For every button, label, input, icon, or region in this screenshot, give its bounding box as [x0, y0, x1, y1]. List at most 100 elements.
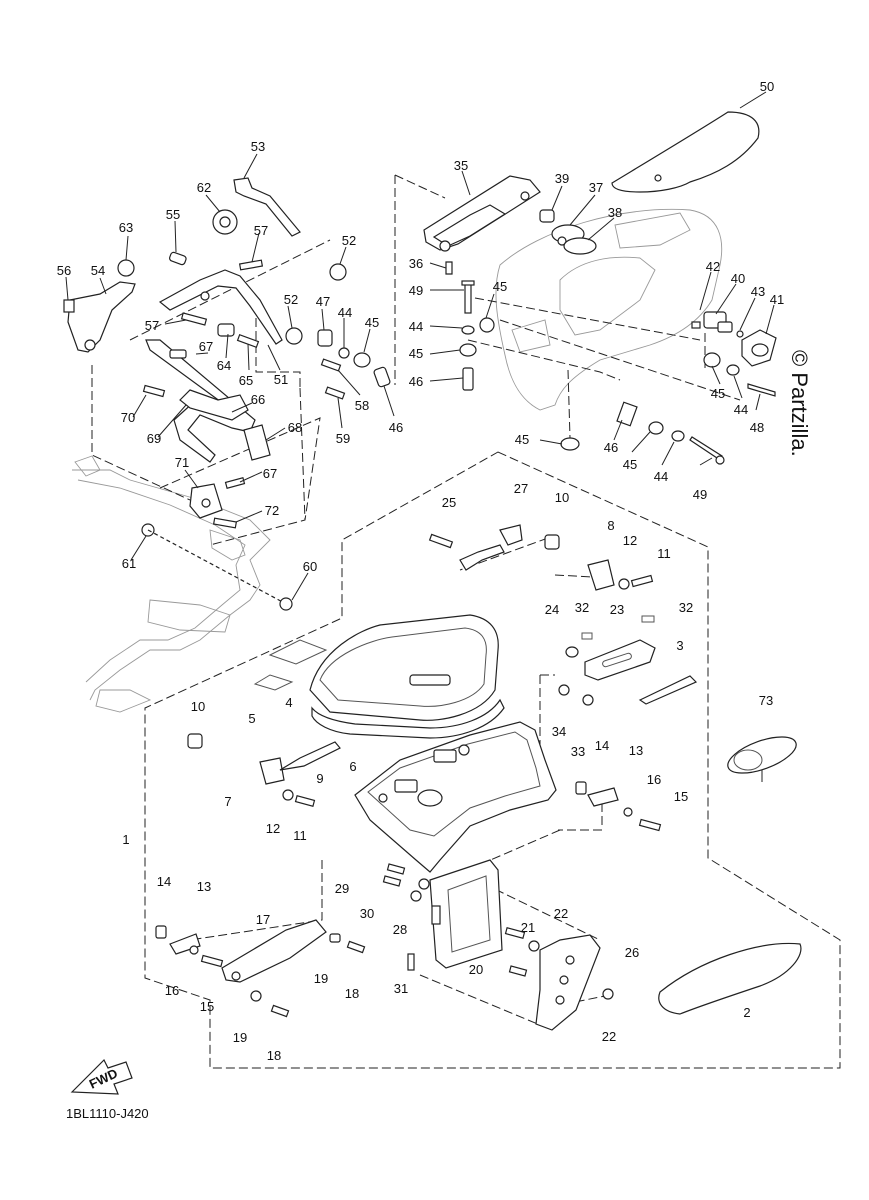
- part-35-bracket: [423, 175, 541, 252]
- callout-28: 28: [393, 922, 407, 937]
- callout-67a: 67: [199, 339, 213, 354]
- hinge-13-16-upper: [575, 781, 662, 832]
- callout-51: 51: [274, 372, 288, 387]
- callout-46a: 46: [409, 374, 423, 389]
- part-62-grommet: [212, 209, 238, 235]
- saddlebag-lid: [253, 614, 505, 739]
- parts-3-23-24-32-33-34: [558, 615, 698, 706]
- callout-61: 61: [122, 556, 136, 571]
- parts-20-22-26-bracket: [504, 927, 614, 1031]
- part-2-guard: [658, 942, 802, 1015]
- callout-42: 42: [706, 259, 720, 274]
- callout-43: 43: [751, 284, 765, 299]
- parts-40-43-lock: [691, 311, 777, 397]
- callout-45d: 45: [711, 386, 725, 401]
- callout-55: 55: [166, 207, 180, 222]
- callout-2: 2: [743, 1005, 750, 1020]
- callout-12a: 12: [623, 533, 637, 548]
- hinge-13-19-lower: [155, 919, 366, 1018]
- callout-21: 21: [521, 920, 535, 935]
- callout-64: 64: [217, 358, 231, 373]
- saddlebag-assembly-boundary: [144, 451, 841, 1069]
- callout-17: 17: [256, 912, 270, 927]
- callout-18a: 18: [345, 986, 359, 1001]
- callout-53: 53: [251, 139, 265, 154]
- callout-39: 39: [555, 171, 569, 186]
- callout-5: 5: [248, 711, 255, 726]
- callout-73: 73: [759, 693, 773, 708]
- callout-62: 62: [197, 180, 211, 195]
- callout-15b: 15: [200, 999, 214, 1014]
- parts-25-27: [428, 524, 523, 571]
- callout-16b: 16: [165, 983, 179, 998]
- callout-8: 8: [607, 518, 614, 533]
- part-73-lanyard: [727, 736, 797, 782]
- callout-6: 6: [349, 759, 356, 774]
- latches-7-12: [187, 534, 654, 807]
- callout-57b: 57: [145, 318, 159, 333]
- callout-4: 4: [285, 695, 292, 710]
- callout-16a: 16: [647, 772, 661, 787]
- callout-47: 47: [316, 294, 330, 309]
- callout-45f: 45: [365, 315, 379, 330]
- part-51-54-support-stay: [67, 269, 283, 353]
- callout-69: 69: [147, 431, 161, 446]
- callout-32b: 32: [679, 600, 693, 615]
- callout-20: 20: [469, 962, 483, 977]
- parts-69-72: [142, 384, 246, 529]
- callout-52a: 52: [342, 233, 356, 248]
- callout-35: 35: [454, 158, 468, 173]
- callout-leaders: [65, 91, 775, 601]
- callout-48: 48: [750, 420, 764, 435]
- callout-19b: 19: [233, 1030, 247, 1045]
- callout-58: 58: [355, 398, 369, 413]
- callout-30: 30: [360, 906, 374, 921]
- rear-fender-ghost: [495, 208, 723, 411]
- callout-11b: 11: [293, 828, 307, 843]
- callout-41: 41: [770, 292, 784, 307]
- callout-7: 7: [224, 794, 231, 809]
- callout-11a: 11: [657, 546, 671, 561]
- callout-60: 60: [303, 559, 317, 574]
- callout-71: 71: [175, 455, 189, 470]
- callout-54: 54: [91, 263, 105, 278]
- callout-34: 34: [552, 724, 566, 739]
- callout-44c: 44: [654, 469, 668, 484]
- part-53-stay: [233, 177, 301, 237]
- callout-27: 27: [514, 481, 528, 496]
- parts-60-61: [141, 523, 293, 611]
- callout-24: 24: [545, 602, 559, 617]
- callout-46b: 46: [604, 440, 618, 455]
- frame-outline-ghost: [72, 455, 271, 713]
- callout-14a: 14: [595, 738, 609, 753]
- parts-28-31-plate: [382, 859, 503, 971]
- part-55-collar: [169, 251, 187, 266]
- callout-13a: 13: [629, 743, 643, 758]
- callout-44b: 44: [734, 402, 748, 417]
- callout-23: 23: [610, 602, 624, 617]
- callout-70: 70: [121, 410, 135, 425]
- callout-45a: 45: [493, 279, 507, 294]
- parts-37-38-39-mount: [539, 209, 597, 255]
- fastener-stack-left-column: [285, 263, 391, 400]
- callout-31: 31: [394, 981, 408, 996]
- part-66-68-grab-rail: [145, 339, 271, 463]
- callout-37: 37: [589, 180, 603, 195]
- callout-25: 25: [442, 495, 456, 510]
- part-57-bolts: [180, 259, 264, 326]
- callout-49b: 49: [693, 487, 707, 502]
- callout-29: 29: [335, 881, 349, 896]
- callout-46c: 46: [389, 420, 403, 435]
- callout-1: 1: [122, 832, 129, 847]
- callout-labels: 50 35 39 37 38 36 49 45 44 45 46 45 42 4…: [57, 79, 784, 1063]
- callout-45c: 45: [515, 432, 529, 447]
- callout-15a: 15: [674, 789, 688, 804]
- callout-40: 40: [731, 271, 745, 286]
- callout-44a: 44: [409, 319, 423, 334]
- callout-66: 66: [251, 392, 265, 407]
- fwd-direction-arrow: FWD: [70, 1058, 133, 1095]
- callout-45e: 45: [623, 457, 637, 472]
- callout-67b: 67: [263, 466, 277, 481]
- callout-10b: 10: [191, 699, 205, 714]
- callout-44d: 44: [338, 305, 352, 320]
